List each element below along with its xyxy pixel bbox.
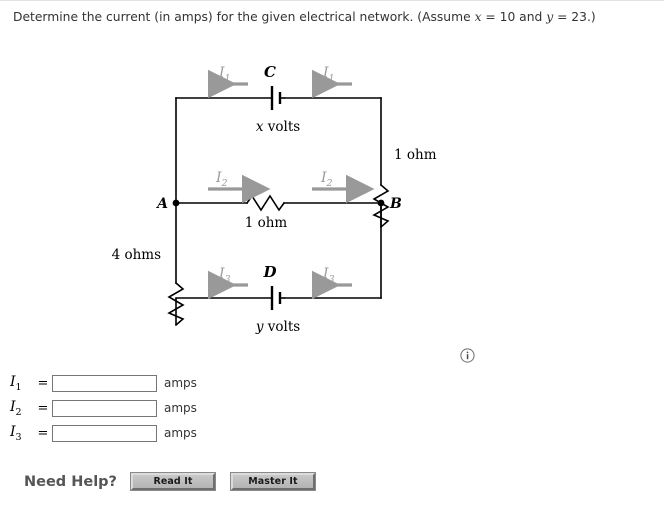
need-help-label: Need Help?	[24, 473, 117, 490]
label-node-a: A	[155, 196, 168, 212]
top-divider	[0, 0, 664, 1]
answer-label-i2: I2	[10, 398, 22, 418]
answer-input-i2[interactable]	[52, 399, 157, 417]
label-resistor-4ohms: 4 ohms	[112, 247, 162, 263]
label-i2-right: I2	[320, 170, 333, 189]
label-x-volts: x volts	[256, 119, 300, 135]
voltage-source-d	[270, 286, 285, 310]
label-i3-left: I3	[218, 266, 231, 285]
equals-sign-i2: =	[37, 400, 49, 416]
node-a-dot	[172, 199, 180, 207]
circuit-diagram: I1 I1 I2 I2 I3 I3 C x volts D y volts A …	[0, 55, 500, 355]
node-b-dot	[377, 199, 385, 207]
label-i3-right: I3	[322, 266, 335, 285]
master-it-button[interactable]: Master It	[229, 472, 316, 491]
label-i2-left: I2	[215, 170, 228, 189]
answer-units-i2: amps	[164, 401, 197, 415]
label-y-volts: y volts	[255, 319, 300, 335]
resistor-4ohms-symbol	[167, 281, 185, 327]
answer-input-i1[interactable]	[52, 374, 157, 392]
question-prompt: Determine the current (in amps) for the …	[13, 9, 653, 25]
prompt-text-main: Determine the current (in amps) for the …	[13, 10, 475, 24]
label-source-c: C	[264, 63, 276, 81]
equals-sign-i1: =	[37, 375, 49, 391]
answer-row-i3: I3 = amps	[10, 422, 197, 444]
answer-input-i3[interactable]	[52, 424, 157, 442]
read-it-button[interactable]: Read It	[129, 472, 216, 491]
prompt-variable-x: x	[474, 10, 482, 24]
voltage-source-c	[270, 86, 285, 110]
label-resistor-1ohm-mid: 1 ohm	[245, 215, 288, 231]
label-resistor-1ohm-right: 1 ohm	[394, 147, 437, 163]
answer-row-i2: I2 = amps	[10, 397, 197, 419]
prompt-x-value: = 10 and	[481, 10, 547, 24]
need-help-bar: Need Help? Read It Master It	[24, 472, 331, 491]
prompt-variable-y: y	[546, 10, 554, 24]
resistor-1ohm-right-symbol	[372, 183, 390, 229]
answer-label-i1: I1	[10, 373, 22, 393]
resistor-1ohm-mid-symbol	[245, 194, 286, 212]
label-source-d: D	[262, 263, 276, 281]
label-i1-left: I1	[218, 65, 231, 84]
answer-row-i1: I1 = amps	[10, 372, 197, 394]
prompt-y-value: = 23.)	[553, 10, 596, 24]
answer-fields: I1 = amps I2 = amps I3 = amps	[10, 372, 197, 447]
label-i1-right: I1	[322, 65, 335, 84]
answer-units-i3: amps	[164, 426, 197, 440]
equals-sign-i3: =	[37, 425, 49, 441]
label-node-b: B	[389, 196, 402, 212]
answer-label-i3: I3	[10, 423, 22, 443]
info-icon[interactable]	[460, 348, 475, 363]
answer-units-i1: amps	[164, 376, 197, 390]
